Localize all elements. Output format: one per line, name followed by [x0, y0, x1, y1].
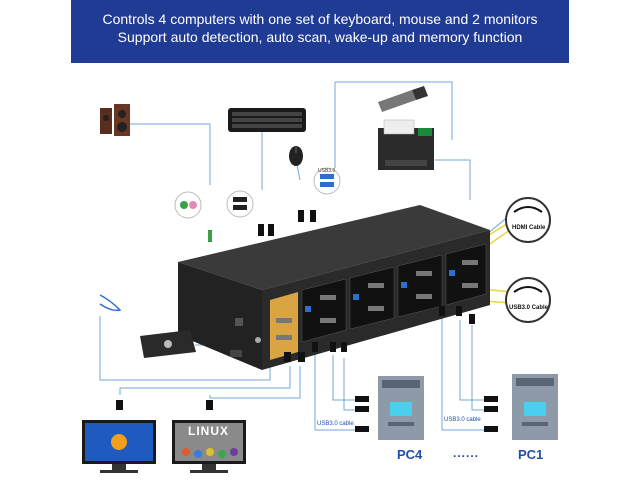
- usb3-cable-text-right: USB3.0 cable: [444, 417, 481, 423]
- printer-icon: [378, 119, 434, 170]
- pc4-label: PC4: [397, 447, 423, 462]
- pc-tower-left-icon: [378, 376, 424, 440]
- cable-plugs: [116, 210, 498, 432]
- linux-screen-text: LINUX: [188, 424, 229, 438]
- keyboard-icon: [228, 108, 306, 132]
- monitor-left-icon: [82, 420, 156, 473]
- usb3-cable-label: USB3.0 Cable: [509, 305, 549, 311]
- mouse-icon: [289, 146, 303, 166]
- audio-port-callout: [174, 191, 202, 219]
- monitor-right-icon: [172, 420, 246, 473]
- usb3-cable-text-left: USB3.0 cable: [317, 421, 354, 427]
- banner-line-2: Support auto detection, auto scan, wake-…: [117, 29, 523, 45]
- title-banner: Controls 4 computers with one set of key…: [71, 0, 569, 63]
- usb-flash-drive-icon: [378, 86, 428, 112]
- cable-coil-icon: [99, 294, 122, 312]
- speakers-icon: [100, 104, 130, 136]
- kvm-switch-box: [178, 205, 490, 370]
- connection-lines: [99, 81, 511, 431]
- hdmi-cable-label: HDMI Cable: [512, 225, 546, 231]
- usb-port-callout: [226, 190, 254, 218]
- usb3-port-callout: [313, 167, 341, 195]
- pc-tower-right-icon: [512, 374, 558, 440]
- pc-ellipsis: ......: [453, 446, 480, 460]
- banner-line-1: Controls 4 computers with one set of key…: [102, 11, 538, 27]
- hdmi-cable-callout: [505, 197, 551, 243]
- pc1-label: PC1: [518, 447, 544, 462]
- wired-remote-icon: [140, 330, 196, 358]
- usb3-badge-text: USB3.0: [318, 168, 336, 174]
- usb3-cable-callout: [505, 277, 551, 323]
